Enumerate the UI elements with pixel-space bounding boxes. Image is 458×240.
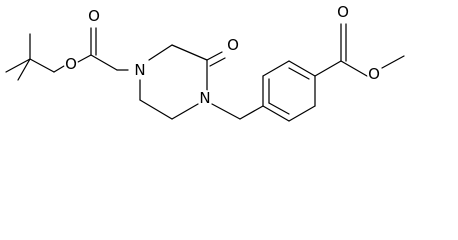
atom-label-o: O <box>87 7 101 25</box>
bond <box>171 103 199 120</box>
bond <box>340 60 368 77</box>
lactam-oxygen-label: O <box>227 36 239 54</box>
bond <box>139 99 173 120</box>
benzyl-linker <box>211 103 264 120</box>
bond <box>381 55 405 69</box>
bond <box>239 105 264 120</box>
bond <box>314 60 342 77</box>
bond <box>262 105 290 122</box>
bond <box>268 102 290 115</box>
boc-carbamate-group <box>53 27 129 73</box>
piperazine-n1-label: N <box>134 61 145 79</box>
bond <box>288 105 316 122</box>
carbamate-ester-oxygen-label: O <box>65 55 77 73</box>
atom-label-n: N <box>197 89 213 107</box>
bond <box>53 65 65 73</box>
bond <box>209 57 226 67</box>
atom-label-n: N <box>132 61 148 79</box>
bond <box>29 58 55 73</box>
ester-carbonyl-oxygen-label: O <box>337 3 349 21</box>
piperazine-n4-label: N <box>199 89 210 107</box>
molecule-structure-diagram: O O N O N O O <box>5 3 405 122</box>
atom-label-o: O <box>64 55 78 73</box>
atom-label-o: O <box>336 3 350 21</box>
bond <box>90 54 118 71</box>
carbamate-carbonyl-oxygen-label: O <box>88 7 100 25</box>
bond <box>148 44 173 61</box>
piperazinone-ring <box>139 44 226 120</box>
bond <box>17 58 31 81</box>
bond <box>77 54 92 63</box>
atom-label-o: O <box>226 36 240 54</box>
bond <box>206 51 223 61</box>
bond <box>288 67 310 80</box>
bond <box>211 103 241 120</box>
methyl-ester-group <box>314 23 405 77</box>
bond <box>171 44 208 61</box>
bond <box>288 60 316 77</box>
atom-label-o: O <box>367 65 381 83</box>
bond <box>5 58 31 73</box>
ester-methoxy-oxygen-label: O <box>368 65 380 83</box>
benzene-ring <box>262 60 316 122</box>
bond <box>262 60 290 77</box>
tert-butyl-group <box>5 33 55 81</box>
